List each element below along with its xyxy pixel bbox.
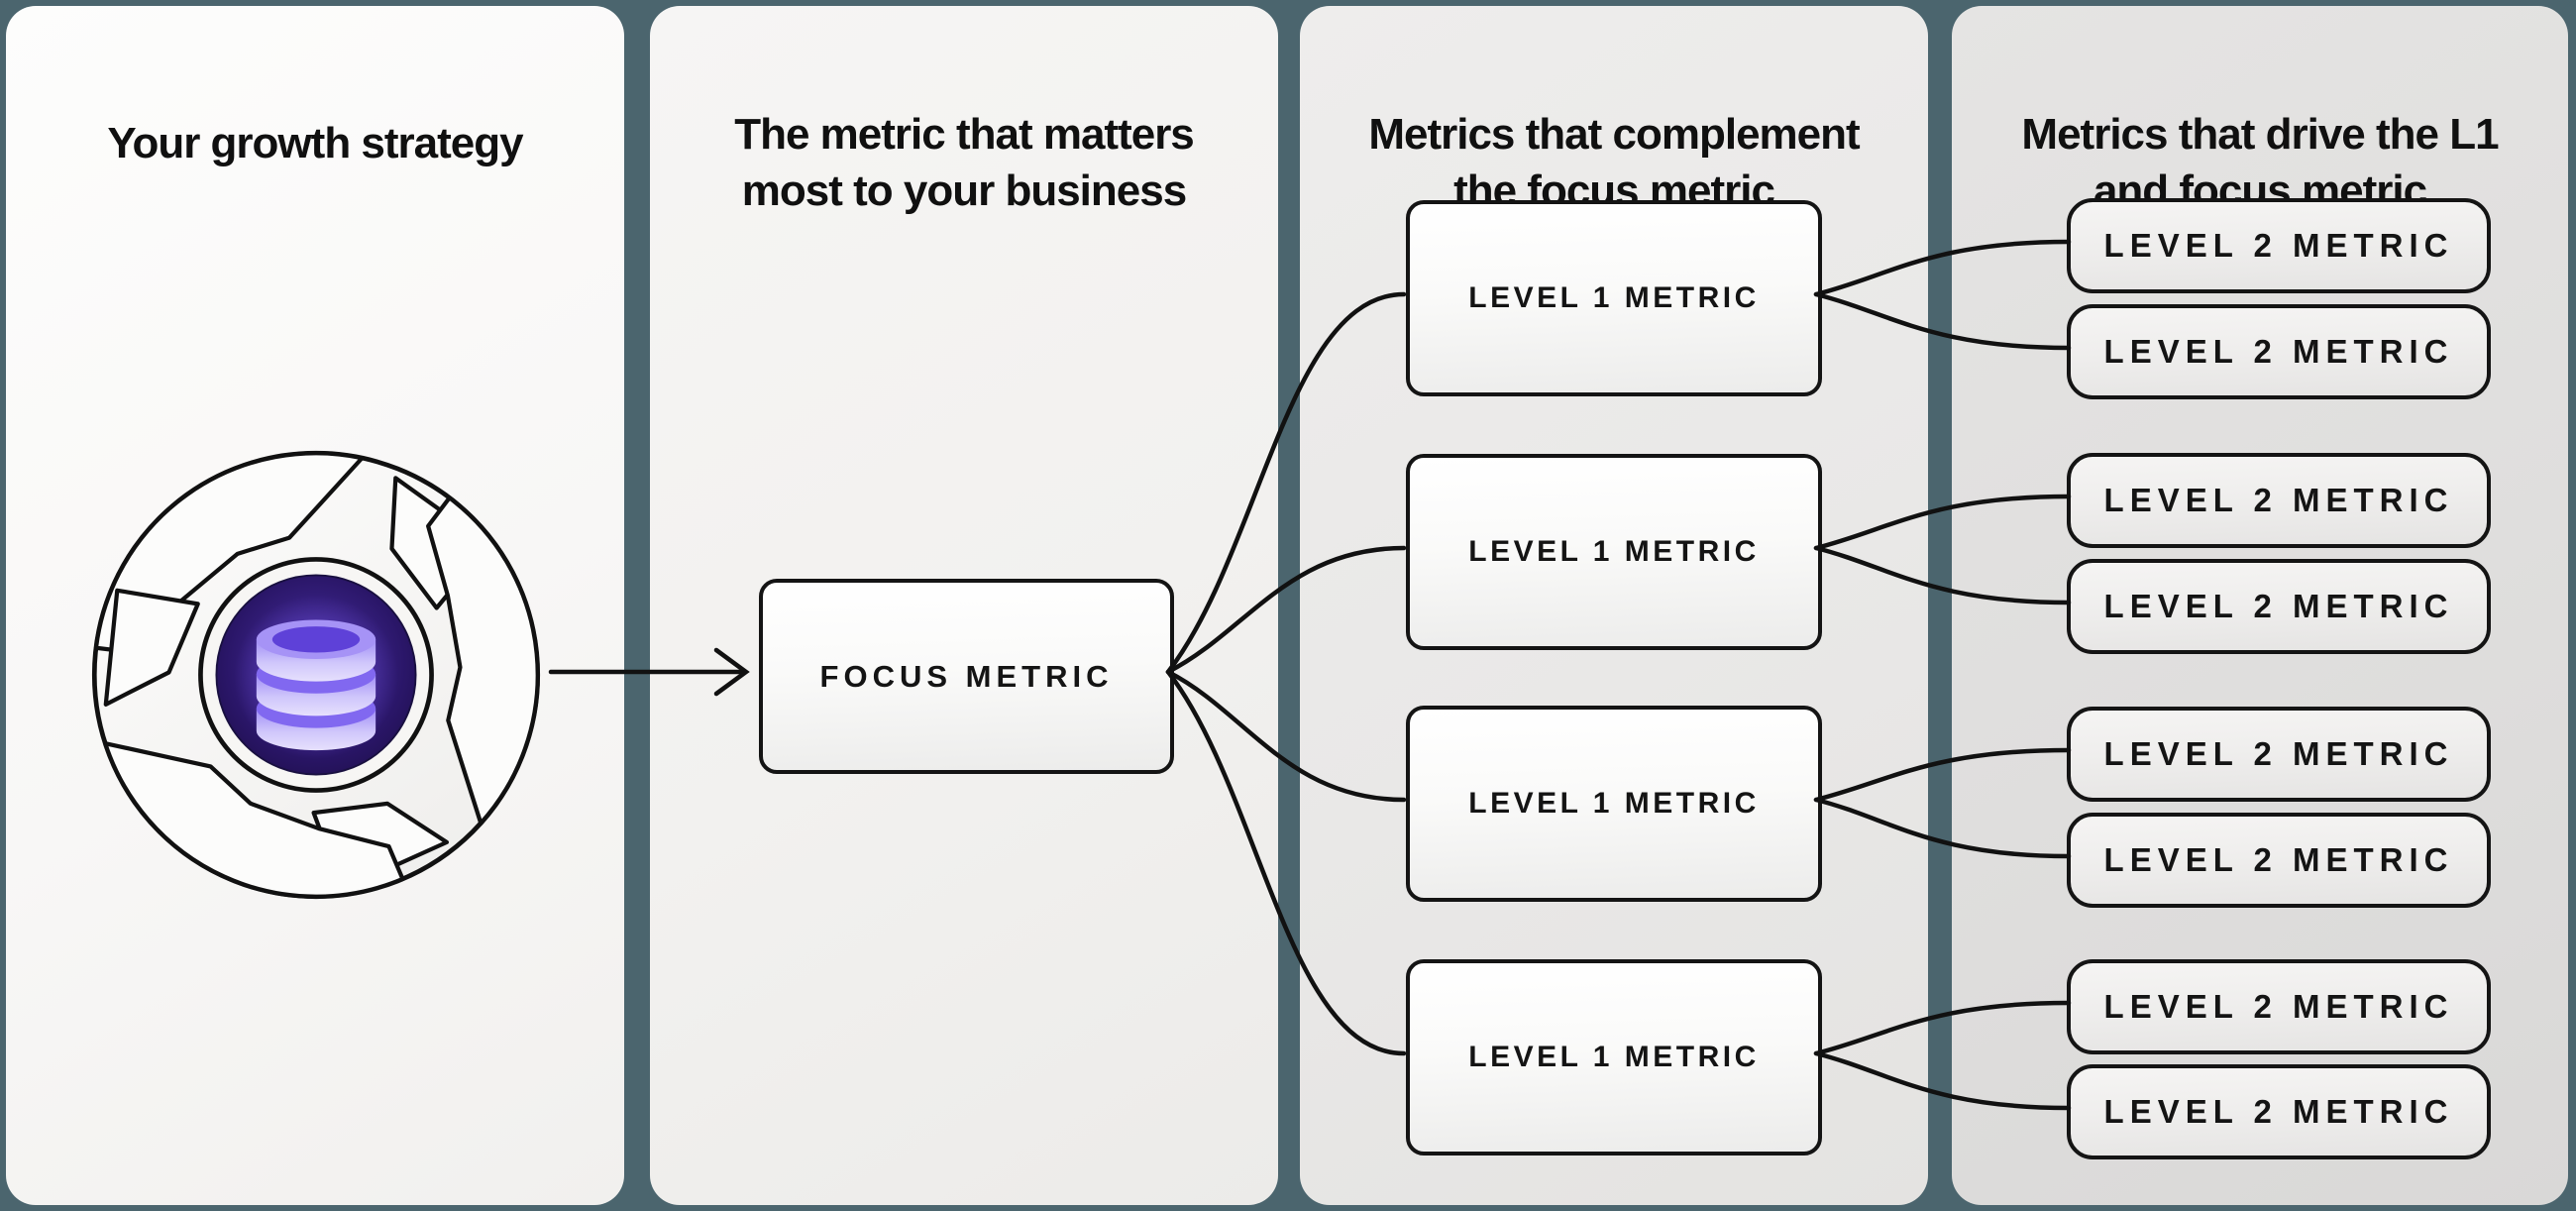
panel-title: The metric that matters most to your bus… (650, 106, 1278, 219)
panel-title-line: Your growth strategy (107, 118, 523, 167)
level1-metric-label: LEVEL 1 METRIC (1468, 1041, 1760, 1073)
database-icon (256, 619, 376, 751)
panel-title-line: The metric that matters (734, 109, 1195, 159)
level1-metric-node: LEVEL 1 METRIC (1406, 200, 1822, 396)
level2-metric-label: LEVEL 2 METRIC (2103, 1093, 2454, 1130)
level2-metric-label: LEVEL 2 METRIC (2103, 988, 2454, 1025)
level2-metric-label: LEVEL 2 METRIC (2103, 333, 2454, 370)
level2-metric-node: LEVEL 2 METRIC (2067, 707, 2491, 802)
panel-title-line: most to your business (741, 165, 1187, 215)
level2-metric-node: LEVEL 2 METRIC (2067, 198, 2491, 293)
flywheel-database-icon (83, 442, 549, 908)
level2-metric-label: LEVEL 2 METRIC (2103, 588, 2454, 624)
focus-metric-node: FOCUS METRIC (759, 579, 1174, 774)
level2-metric-label: LEVEL 2 METRIC (2103, 482, 2454, 518)
panel-title-line: Metrics that complement (1368, 109, 1860, 159)
level1-metric-label: LEVEL 1 METRIC (1468, 787, 1760, 820)
panel-title: Your growth strategy (6, 115, 624, 171)
level2-metric-node: LEVEL 2 METRIC (2067, 453, 2491, 548)
level1-metric-label: LEVEL 1 METRIC (1468, 535, 1760, 568)
level1-metric-node: LEVEL 1 METRIC (1406, 959, 1822, 1156)
level1-metric-node: LEVEL 1 METRIC (1406, 454, 1822, 650)
level1-metric-node: LEVEL 1 METRIC (1406, 706, 1822, 902)
panel-title: Metrics that drive the L1 and focus metr… (1952, 106, 2568, 219)
level2-metric-label: LEVEL 2 METRIC (2103, 227, 2454, 264)
level2-metric-node: LEVEL 2 METRIC (2067, 959, 2491, 1054)
level2-metric-node: LEVEL 2 METRIC (2067, 1064, 2491, 1159)
level1-metric-label: LEVEL 1 METRIC (1468, 281, 1760, 314)
level2-metric-node: LEVEL 2 METRIC (2067, 304, 2491, 399)
level2-metric-node: LEVEL 2 METRIC (2067, 813, 2491, 908)
level2-metric-label: LEVEL 2 METRIC (2103, 735, 2454, 772)
level2-metric-label: LEVEL 2 METRIC (2103, 841, 2454, 878)
panel-title-line: Metrics that drive the L1 (2021, 109, 2499, 159)
focus-metric-label: FOCUS METRIC (819, 658, 1114, 694)
level2-metric-node: LEVEL 2 METRIC (2067, 559, 2491, 654)
